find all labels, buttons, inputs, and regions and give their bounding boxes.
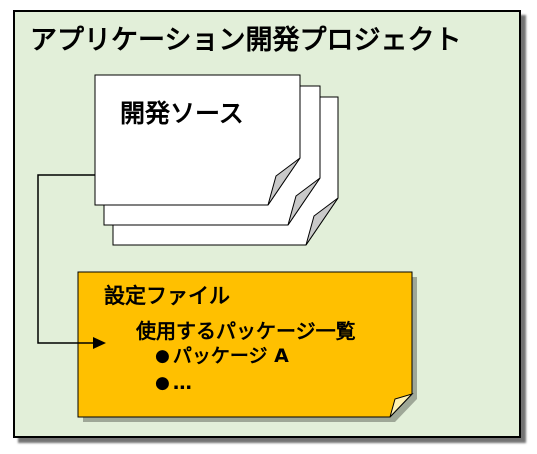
document-page-back-fold xyxy=(305,197,339,246)
connector-arrowhead xyxy=(93,337,106,349)
package-list-item: ● パッケージ A xyxy=(155,347,289,366)
bullet-icon: ● xyxy=(155,346,170,366)
package-list-item-label: パッケージ A xyxy=(172,345,289,367)
config-file-title: 設定ファイル xyxy=(104,284,230,308)
package-list-item-label: … xyxy=(172,372,192,394)
bullet-icon: ● xyxy=(155,373,170,393)
package-list-item: ● … xyxy=(155,374,192,393)
package-list-heading: 使用するパッケージ一覧 xyxy=(136,319,356,343)
document-page-front xyxy=(94,74,301,206)
connector-line xyxy=(37,174,95,344)
project-title: アプリケーション開発プロジェクト xyxy=(30,25,462,56)
document-page-middle-fold xyxy=(287,177,321,226)
document-page-front-fold xyxy=(267,157,301,206)
config-note-fold xyxy=(389,392,414,418)
source-docs-label: 開発ソース xyxy=(120,99,244,128)
